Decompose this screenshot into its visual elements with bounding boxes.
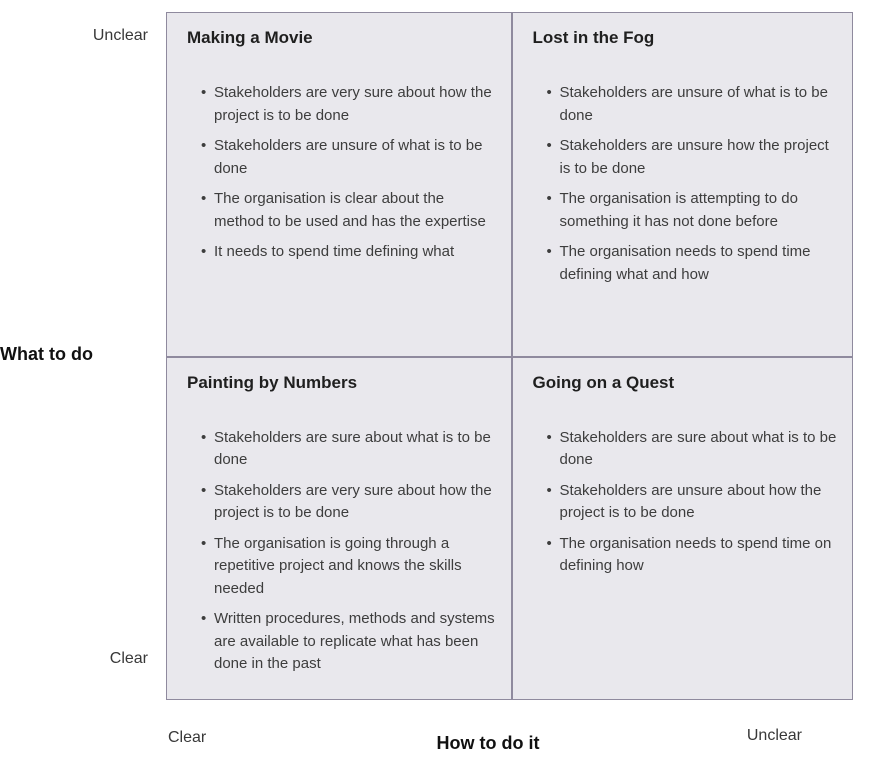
bullet-item: Stakeholders are unsure of what is to be… (201, 135, 497, 180)
bullet-item: Stakeholders are unsure how the project … (547, 135, 839, 180)
bullet-item: Stakeholders are very sure about how the… (201, 480, 497, 525)
bullet-item: Stakeholders are sure about what is to b… (201, 427, 497, 472)
quadrant-bullet-list: Stakeholders are very sure about how the… (187, 82, 497, 264)
bullet-item: The organisation is going through a repe… (201, 533, 497, 601)
y-axis-top-label: Unclear (92, 27, 148, 44)
x-axis-title: How to do it (436, 733, 540, 753)
bullet-item: Written procedures, methods and systems … (201, 608, 497, 676)
x-axis-right-label: Unclear (746, 727, 802, 744)
quadrant-going-on-a-quest: Going on a Quest Stakeholders are sure a… (512, 357, 852, 699)
quadrant-title: Making a Movie (187, 28, 313, 47)
bullet-item: It needs to spend time defining what (201, 241, 497, 264)
quadrant-painting-by-numbers: Painting by Numbers Stakeholders are sur… (167, 357, 511, 699)
bullet-item: Stakeholders are sure about what is to b… (547, 427, 839, 472)
y-axis-bottom-label: Clear (109, 650, 148, 667)
quadrant-bullet-list: Stakeholders are sure about what is to b… (533, 427, 839, 578)
bullet-item: The organisation is clear about the meth… (201, 188, 497, 233)
quadrant-title: Painting by Numbers (187, 372, 358, 392)
quadrant-making-a-movie: Making a Movie Stakeholders are very sur… (167, 13, 511, 356)
quadrant-title: Going on a Quest (532, 372, 675, 392)
quadrant-title: Lost in the Fog (532, 28, 655, 47)
quadrant-grid: Making a Movie Stakeholders are very sur… (166, 12, 853, 700)
bullet-item: Stakeholders are very sure about how the… (201, 82, 497, 127)
bullet-item: The organisation needs to spend time def… (547, 241, 839, 286)
bullet-item: Stakeholders are unsure of what is to be… (547, 82, 839, 127)
bullet-item: The organisation is attempting to do som… (547, 188, 839, 233)
quadrant-bullet-list: Stakeholders are sure about what is to b… (187, 427, 497, 676)
quadrant-bullet-list: Stakeholders are unsure of what is to be… (533, 82, 839, 286)
y-axis-title: What to do (0, 344, 93, 364)
quadrant-lost-in-the-fog: Lost in the Fog Stakeholders are unsure … (512, 13, 852, 356)
bullet-item: The organisation needs to spend time on … (547, 533, 839, 578)
bullet-item: Stakeholders are unsure about how the pr… (547, 480, 839, 525)
x-axis-left-label: Clear (168, 729, 207, 746)
